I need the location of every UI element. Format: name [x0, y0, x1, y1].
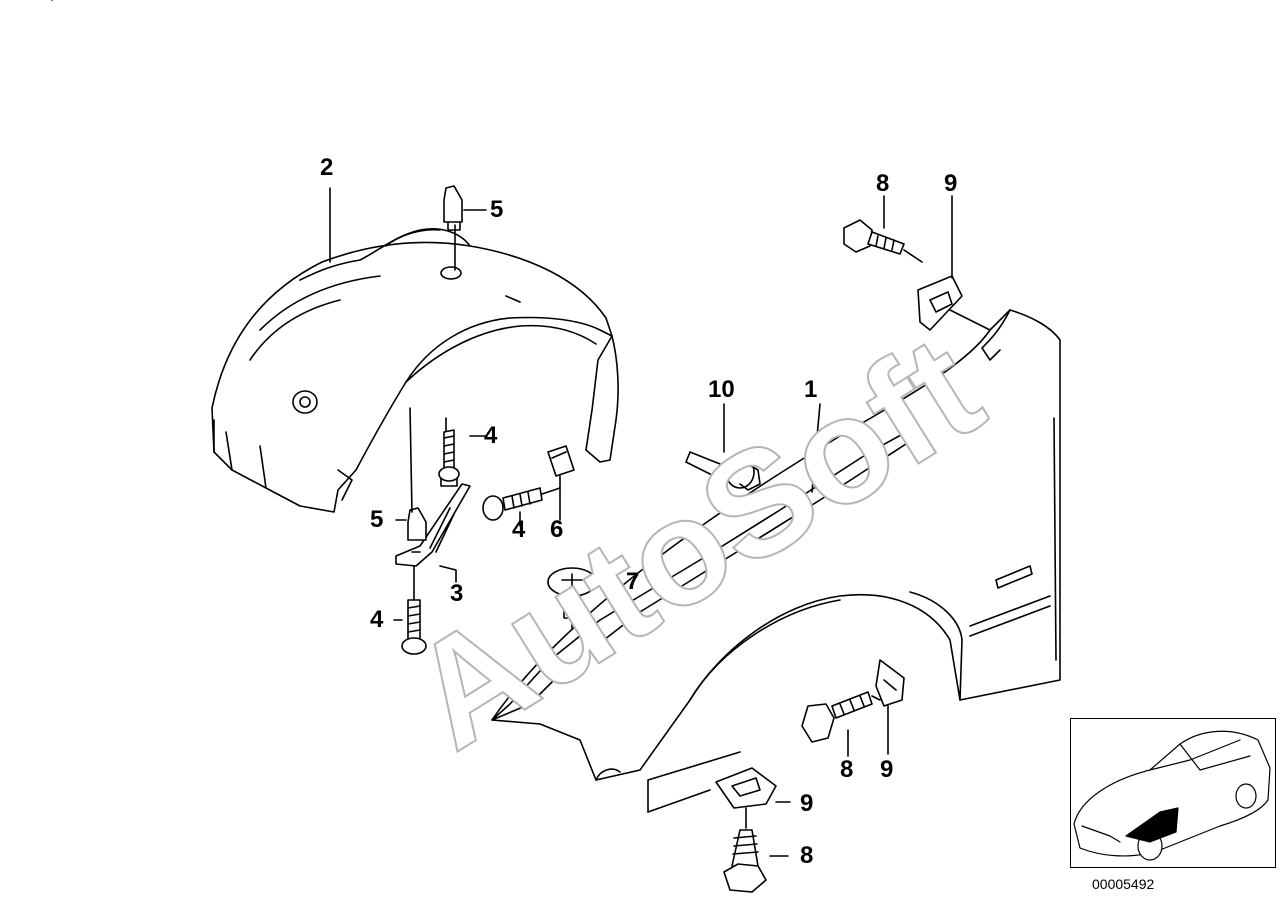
label-screw-mid: 4 [484, 422, 498, 449]
rivet-pin [685, 403, 761, 491]
label-body-screw: 7 [626, 568, 640, 595]
bracket [395, 483, 471, 583]
car-locator-thumbnail [1073, 730, 1271, 861]
nut-bottom [647, 751, 791, 813]
nut-right [871, 659, 905, 755]
label-hex-bolt-bottom: 8 [800, 842, 814, 869]
label-bracket: 3 [450, 580, 464, 607]
label-hex-bolt-right: 8 [840, 756, 854, 783]
hex-bolt-bottom [723, 807, 789, 893]
label-screw-top: 4 [512, 516, 526, 543]
expanding-rivet-top [51, 0, 487, 231]
label-expanding-rivet-mid: 5 [370, 506, 384, 533]
hex-bolt-right [801, 691, 873, 757]
screw-mid [438, 417, 487, 487]
label-screw-bottom: 4 [370, 606, 384, 633]
label-expanding-rivet-top: 5 [490, 196, 504, 223]
leader-line-1 [811, 403, 821, 493]
label-clip-nut: 6 [550, 516, 564, 543]
locator-inset-frame [1070, 718, 1276, 868]
expanding-rivet-mid [395, 407, 427, 541]
fender [491, 309, 1061, 781]
screw-top [482, 487, 561, 527]
label-hex-bolt-top: 8 [876, 170, 890, 197]
reference-number: 00005492 [1092, 876, 1155, 892]
label-wheel-arch-liner: 2 [320, 154, 334, 181]
hex-bolt-top [843, 195, 923, 263]
wheel-arch-liner [211, 228, 619, 513]
nut-top [917, 195, 991, 331]
label-fender: 1 [804, 376, 818, 403]
label-nut-bottom: 9 [800, 790, 814, 817]
screw-bottom [393, 565, 427, 655]
body-screw [547, 567, 617, 661]
label-nut-right: 9 [880, 756, 894, 783]
label-nut-top: 9 [944, 170, 958, 197]
label-rivet-pin: 10 [708, 376, 735, 403]
clip-nut [547, 445, 575, 521]
